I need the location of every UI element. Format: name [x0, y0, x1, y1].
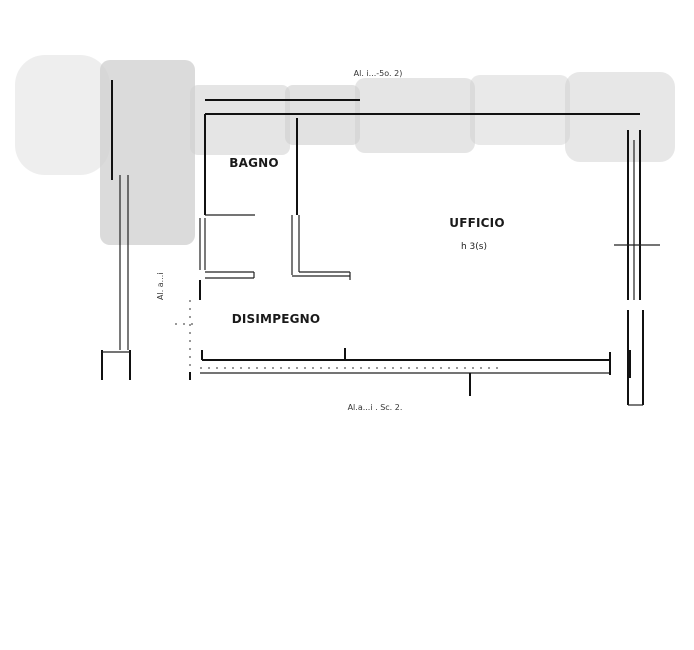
room-label-bagno: BAGNO	[229, 156, 279, 170]
bottom-edge-label: Al.a...i . Sc. 2.	[348, 403, 403, 412]
corridor-walls	[175, 280, 610, 396]
room-label-ufficio: UFFICIO	[449, 216, 504, 230]
redaction-blur	[15, 55, 675, 245]
left-edge-label: Al. a...i	[156, 272, 165, 300]
room-height-ufficio: h 3(s)	[461, 242, 487, 252]
room-label-disimpegno: DISIMPEGNO	[232, 312, 321, 326]
right-exterior-wall	[609, 130, 660, 406]
left-exterior-wall	[101, 80, 131, 380]
top-edge-label: Al. i...-5o. 2)	[354, 69, 403, 78]
bathroom-walls	[199, 114, 351, 280]
